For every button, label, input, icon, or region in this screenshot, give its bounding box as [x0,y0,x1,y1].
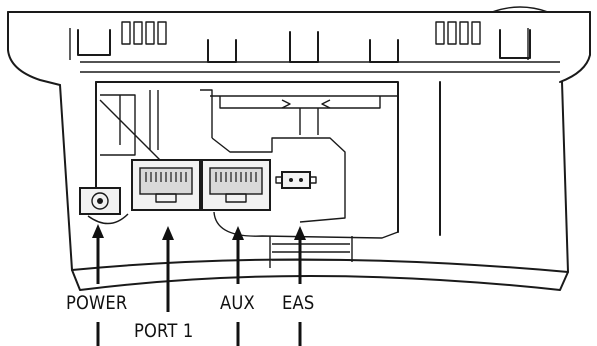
label-power: POWER [66,292,128,314]
aux-jack [201,159,271,211]
top-vents [77,21,560,73]
connector-bay [95,81,441,268]
label-eas: EAS [282,292,315,314]
port1-jack [131,159,201,211]
callout-eas [294,226,306,346]
callout-port1 [162,226,174,312]
callout-aux [232,226,244,346]
label-port1: PORT 1 [134,320,194,342]
eas-connector [275,171,317,189]
callout-power [92,224,104,346]
power-jack [79,187,129,225]
label-aux: AUX [220,292,255,314]
